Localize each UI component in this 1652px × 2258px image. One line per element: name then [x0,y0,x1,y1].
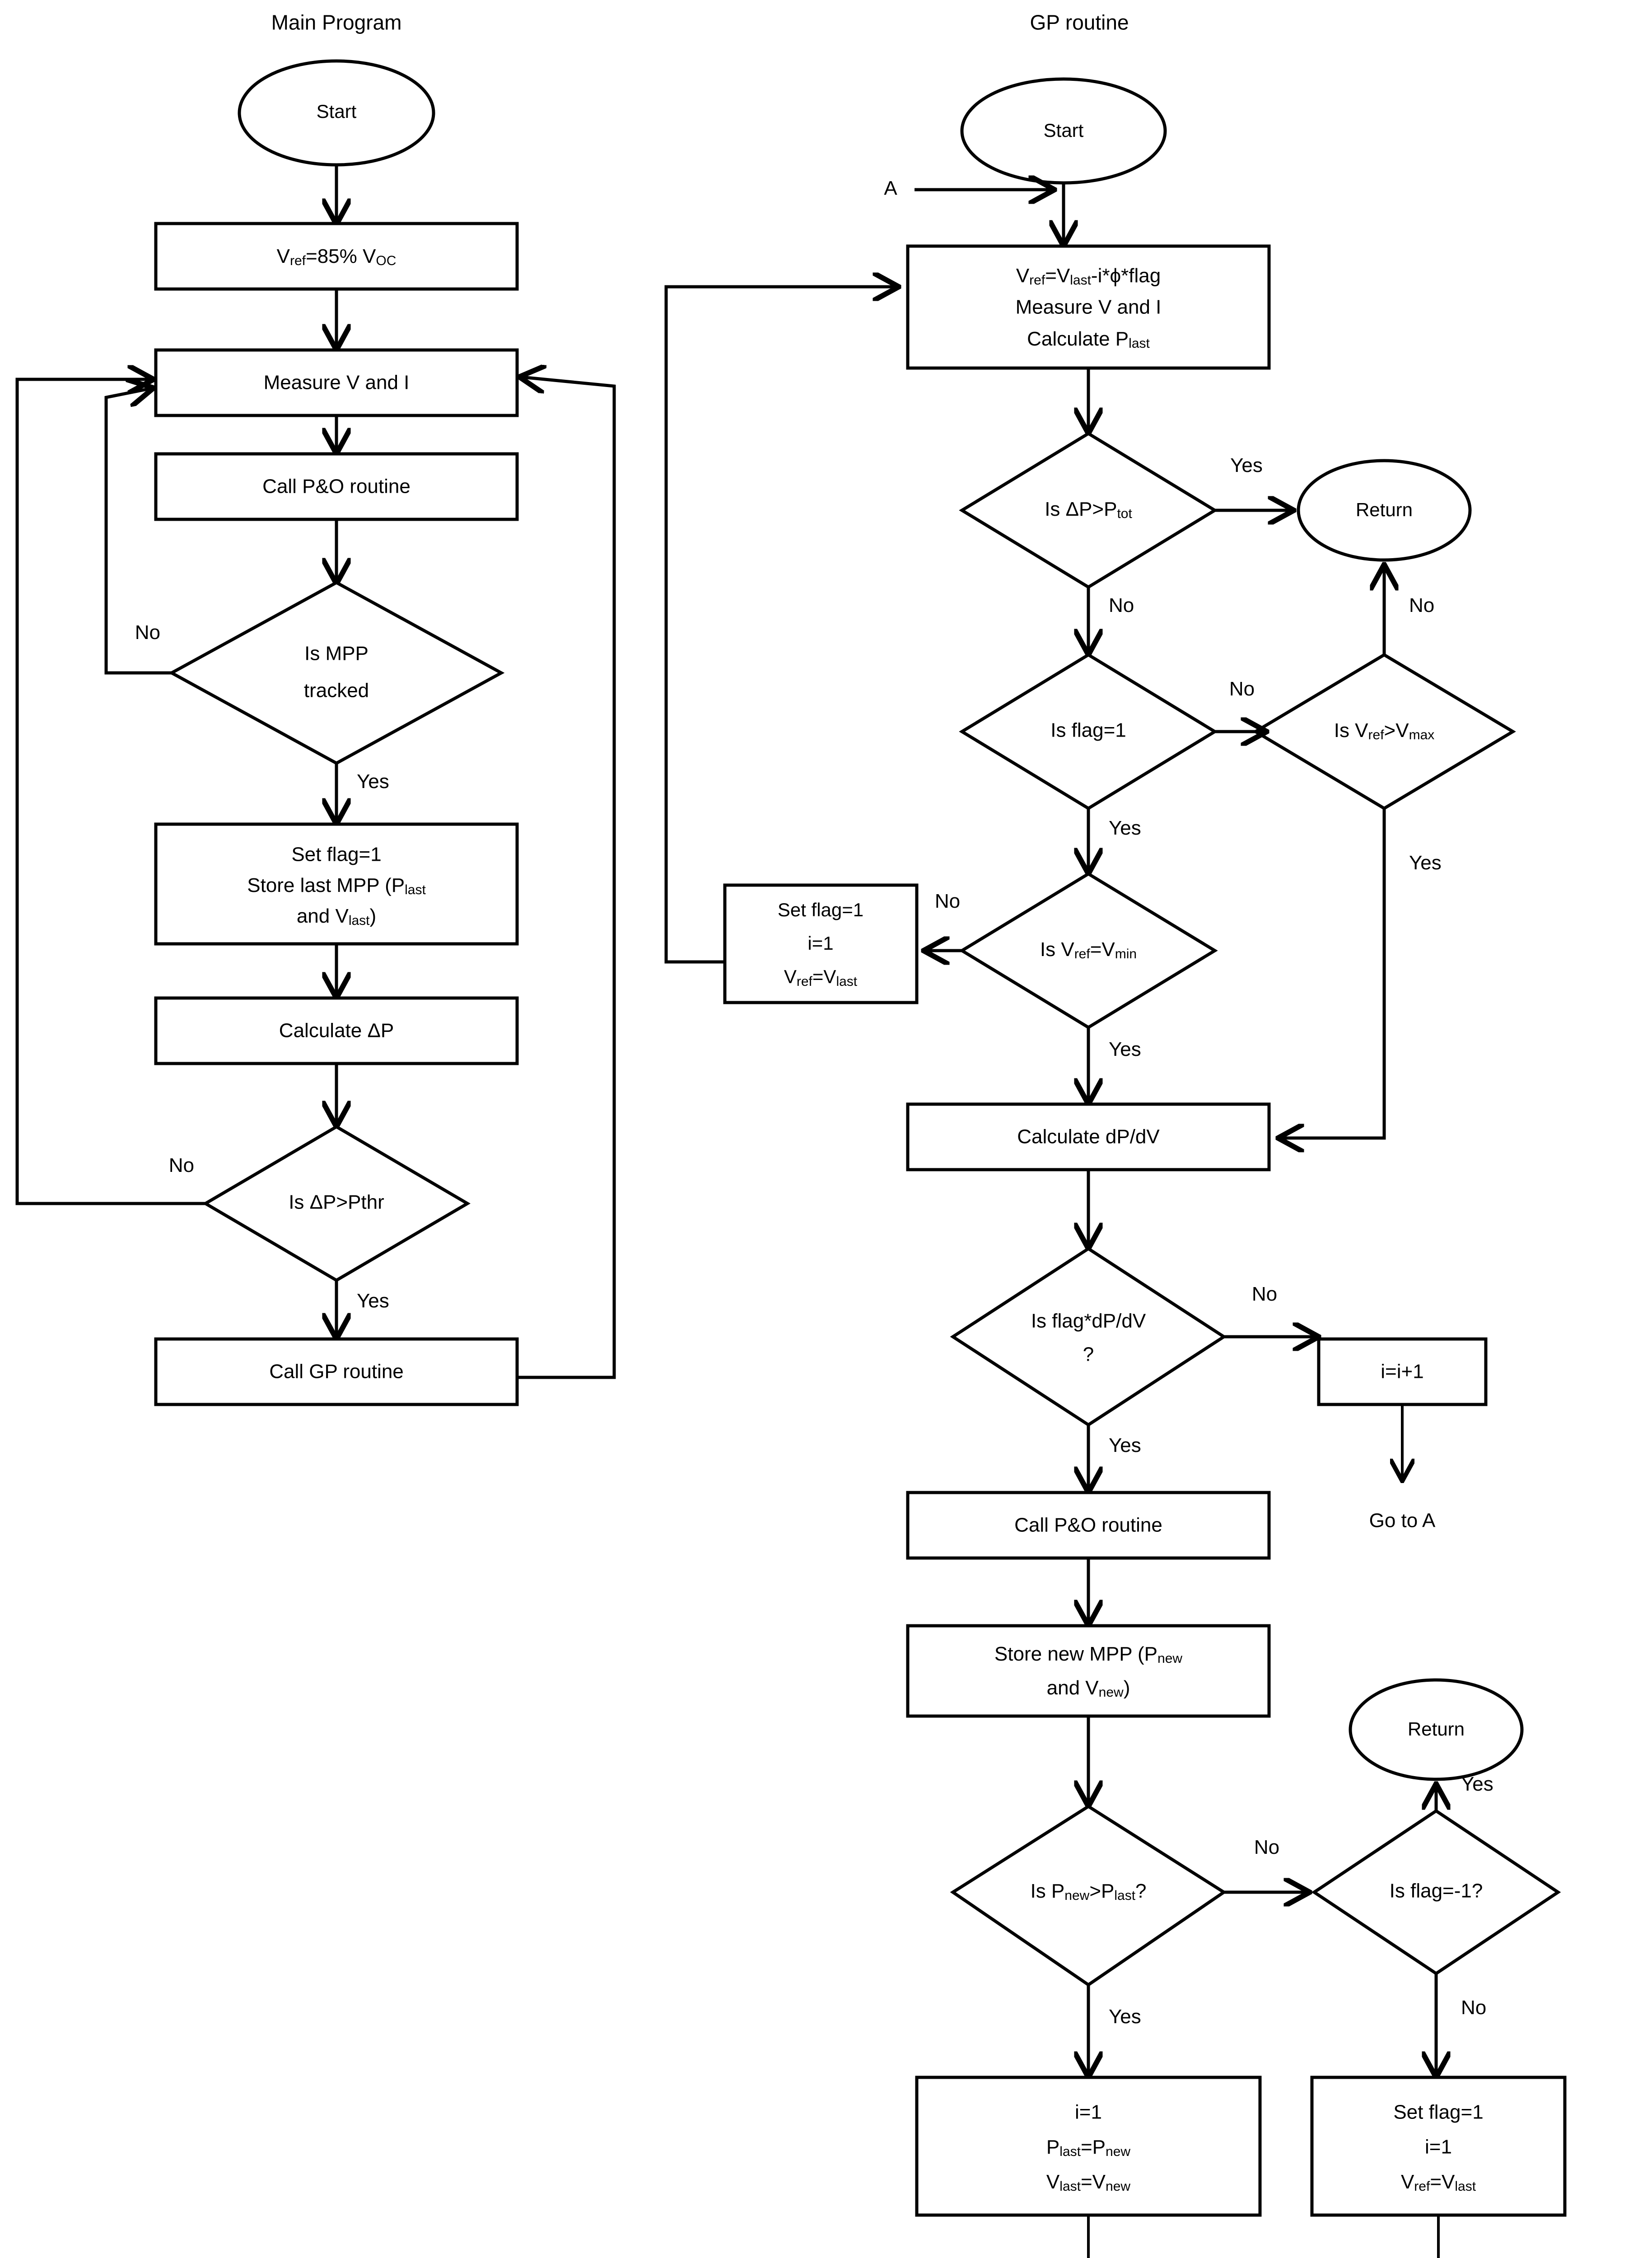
gp-calc-dpdv-box [906,1102,1271,1171]
conn-gpsetflag-loop [664,287,896,964]
gp-is-flag1-label: Is flag=1 [1050,719,1126,742]
gp-i-increment-label: i=i+1 [1381,1361,1423,1383]
gp-final-left-box [915,2076,1262,2217]
gp-is-flag-dpdv-line2: ? [1083,1344,1094,1366]
main-no-isdp-label: No [169,1154,194,1176]
gp-is-pnew-label: Is Pnew>Plast? [1030,1880,1146,1903]
gp-store-new-line1: Store new MPP (Pnew [994,1643,1182,1666]
gp-return-node-1 [1297,459,1472,562]
gp-i-increment-box [1317,1337,1488,1406]
main-setflag-box [154,822,519,946]
main-setflag-line2: Store last MPP (Plast [247,874,426,897]
gp-vref-line2: Measure V and I [1016,296,1162,318]
gp-final-right-box [1310,2076,1567,2217]
gp-no-pnew-label: No [1254,1836,1279,1858]
gp-no-ptot-label: No [1109,594,1134,616]
gp-call-po-box [906,1491,1271,1560]
gp-final-left-line2: Plast=Pnew [1046,2136,1130,2159]
gp-yes-flag1-label: Yes [1109,817,1141,839]
gp-is-flag-neg1-label: Is flag=-1? [1390,1880,1483,1902]
main-no-ismpp-label: No [135,621,160,644]
gp-setflag-box [723,883,919,1004]
gp-is-dp-ptot-label: Is ΔP>Ptot [1045,498,1132,521]
gp-setflag-line2: i=1 [807,933,833,954]
gp-is-vref-vmax-label: Is Vref>Vmax [1334,719,1435,742]
gp-return-label-2: Return [1408,1718,1465,1740]
gp-yes-flagneg1-label: Yes [1461,1773,1493,1795]
main-call-gp-box [154,1337,519,1406]
main-measure-label: Measure V and I [264,372,410,394]
gp-no-flag1-label: No [1229,678,1255,700]
gp-is-flag-dpdv-decision [950,1246,1227,1427]
gp-no-flagneg1-label: No [1461,1997,1486,2019]
gp-yes-pnew-label: Yes [1109,2006,1141,2028]
gp-setflag-line3: Vref=Vlast [784,966,858,989]
main-call-po-box [154,452,519,521]
gp-no-flagdpdv-label: No [1252,1283,1277,1305]
main-is-mpp-decision [168,581,505,765]
main-vref-label: Vref=85% VOC [277,245,397,268]
gp-routine-title: GP routine [1030,11,1129,34]
main-vref-box [154,222,519,291]
main-program-title: Main Program [271,11,402,34]
conn-isvrefvmax-yes [1280,808,1386,1138]
gp-return-node-2 [1349,1678,1524,1781]
gp-return-label-1: Return [1356,499,1413,520]
conn-callgp-return-loop [517,377,616,1379]
main-calc-dp-box [154,996,519,1065]
main-setflag-line1: Set flag=1 [291,844,381,866]
gp-calc-dpdv-label: Calculate dP/dV [1017,1126,1160,1148]
gp-final-right-line3: Vref=Vlast [1401,2171,1476,2194]
main-setflag-line3: and Vlast) [297,905,376,928]
main-yes-ismpp-label: Yes [357,770,389,793]
gp-yes-vmin-label: Yes [1109,1038,1141,1060]
gp-final-left-line3: Vlast=Vnew [1046,2171,1130,2194]
gp-is-vref-vmin-label: Is Vref=Vmin [1040,938,1137,961]
gp-no-vmin-label: No [935,890,960,912]
main-start-label: Start [317,101,357,122]
gp-final-left-line1: i=1 [1075,2101,1102,2123]
main-call-po-label: Call P&O routine [262,476,411,498]
gp-connector-a-label: A [884,177,897,200]
main-call-gp-label: Call GP routine [269,1361,404,1383]
gp-store-new-box [906,1624,1271,1718]
gp-start-label: Start [1044,120,1084,141]
gp-vref-line1: Vref=Vlast-i*ϕ*flag [1016,265,1161,288]
gp-final-right-line1: Set flag=1 [1393,2101,1483,2123]
gp-setflag-line1: Set flag=1 [778,899,863,920]
gp-vref-line3: Calculate Plast [1027,328,1150,351]
gp-yes-flagdpdv-label: Yes [1109,1434,1141,1456]
gp-vref-box [906,244,1271,370]
gp-store-new-line2: and Vnew) [1047,1677,1130,1700]
main-calc-dp-label: Calculate ΔP [279,1020,394,1042]
gp-is-flag-dpdv-line1: Is flag*dP/dV [1031,1310,1146,1332]
main-yes-isdp-label: Yes [357,1290,389,1312]
gp-yes-ptot-label: Yes [1230,454,1263,476]
gp-no-vmax-label: No [1409,594,1434,616]
gp-goto-a-label-1: Go to A [1369,1510,1436,1532]
gp-final-right-line2: i=1 [1425,2136,1452,2158]
conn-isdp-no-loop [15,379,205,1205]
gp-yes-vmax-label: Yes [1409,852,1442,874]
main-is-dp-label: Is ΔP>Pthr [289,1191,384,1213]
gp-call-po-label: Call P&O routine [1014,1514,1162,1536]
main-is-mpp-line2: tracked [304,680,369,702]
main-is-mpp-line1: Is MPP [304,643,369,665]
